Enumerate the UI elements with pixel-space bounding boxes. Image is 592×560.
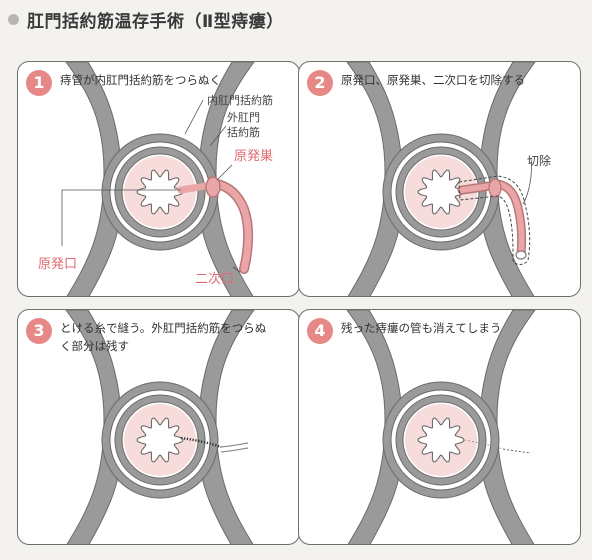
anal-lumen: [417, 169, 465, 215]
anal-lumen: [136, 417, 184, 463]
anal-lumen: [417, 417, 465, 463]
label-internal-sphincter: 内肛門括約筋: [207, 94, 273, 107]
primary-focus-mark: [488, 178, 502, 198]
left-skin-fold: [346, 62, 404, 296]
step-4-anal-diagram: [346, 310, 536, 544]
right-skin-fold: [197, 310, 255, 544]
fistula-tract: [177, 180, 252, 273]
step-number-badge: 1: [26, 70, 52, 96]
primary-focus-mark: [205, 176, 221, 198]
leader-primary-opening: [61, 189, 181, 246]
label-primary-opening: 原発口: [38, 257, 78, 272]
step-2-anal-diagram: [346, 62, 536, 296]
step-number-badge: 2: [307, 70, 333, 96]
step-caption-line2: く部分は残す: [60, 339, 129, 353]
label-external-sphincter-line2: 括約筋: [227, 126, 260, 139]
remaining-tract-line: [220, 442, 249, 448]
left-skin-fold: [346, 310, 404, 544]
step-3-anal-diagram: [65, 310, 255, 544]
secondary-opening-mark: [515, 250, 527, 260]
step-2-panel: 2 原発口、原発巣、二次口を切除する 切除: [298, 61, 581, 297]
leader-external: [209, 125, 227, 147]
leader-secondary-opening: [232, 266, 241, 273]
step-caption: 痔管が内肛門括約筋をつらぬく: [60, 73, 221, 87]
title-bar: 肛門括約筋温存手術（Ⅱ型痔瘻）: [8, 6, 284, 32]
label-excision: 切除: [527, 154, 552, 168]
fistula-tract: [459, 180, 525, 257]
step-caption: 原発口、原発巣、二次口を切除する: [341, 73, 525, 87]
vanished-tract-dashed: [502, 448, 532, 454]
page-title: 肛門括約筋温存手術（Ⅱ型痔瘻）: [27, 11, 284, 32]
label-primary-focus: 原発巣: [234, 149, 274, 164]
leader-internal: [184, 99, 204, 135]
right-skin-fold: [478, 310, 536, 544]
anal-canal-base: [65, 62, 255, 296]
left-skin-fold: [65, 310, 123, 544]
step-caption: 残った痔瘻の管も消えてしまう: [341, 321, 502, 335]
right-skin-fold: [478, 62, 536, 296]
leader-primary-focus: [216, 164, 233, 181]
left-skin-fold: [65, 62, 123, 296]
step-3-panel: 3 とける糸で縫う。外肛門括約筋をつらぬ く部分は残す: [17, 309, 300, 545]
step-1-anal-diagram: [61, 62, 255, 296]
anal-lumen: [136, 169, 184, 215]
remaining-tract-line-lower: [220, 447, 249, 453]
anal-canal-base: [346, 310, 536, 544]
healed-tract-dashed: [463, 439, 504, 450]
anal-canal-base: [65, 310, 255, 544]
right-skin-fold: [197, 62, 255, 296]
step-number-badge: 4: [307, 318, 333, 344]
step-caption: とける糸で縫う。外肛門括約筋をつらぬ く部分は残す: [60, 319, 291, 355]
suture-line: [180, 436, 222, 449]
label-secondary-opening: 二次口: [195, 272, 235, 287]
step-number-badge: 3: [26, 318, 52, 344]
anal-canal-base: [346, 62, 536, 296]
step-caption-line1: とける糸で縫う。外肛門括約筋をつらぬ: [60, 321, 267, 335]
step-1-panel: 1 痔管が内肛門括約筋をつらぬく 内肛門括約筋 外肛門 括約筋 原発巣 原発口 …: [17, 61, 300, 297]
label-external-sphincter-line1: 外肛門: [227, 111, 260, 124]
step-4-panel: 4 残った痔瘻の管も消えてしまう: [298, 309, 581, 545]
leader-excision: [522, 157, 532, 205]
bullet-dot: [8, 13, 19, 25]
